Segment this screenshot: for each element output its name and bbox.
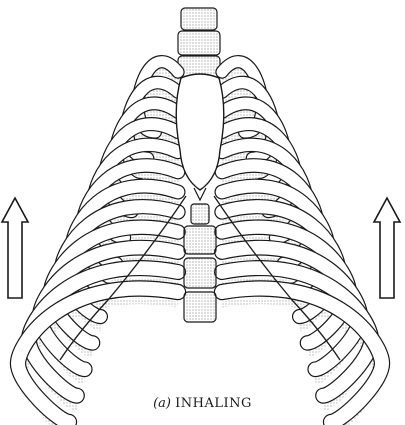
up-arrow-icon-left: [2, 198, 28, 298]
figure-caption: (a) INHALING: [0, 396, 405, 411]
upper-vertebrae: [178, 8, 220, 78]
caption-letter: (a): [153, 396, 171, 411]
lower-vertebrae: [184, 204, 216, 322]
caption-text: INHALING: [175, 396, 252, 411]
up-arrow-icon-right: [374, 198, 400, 298]
